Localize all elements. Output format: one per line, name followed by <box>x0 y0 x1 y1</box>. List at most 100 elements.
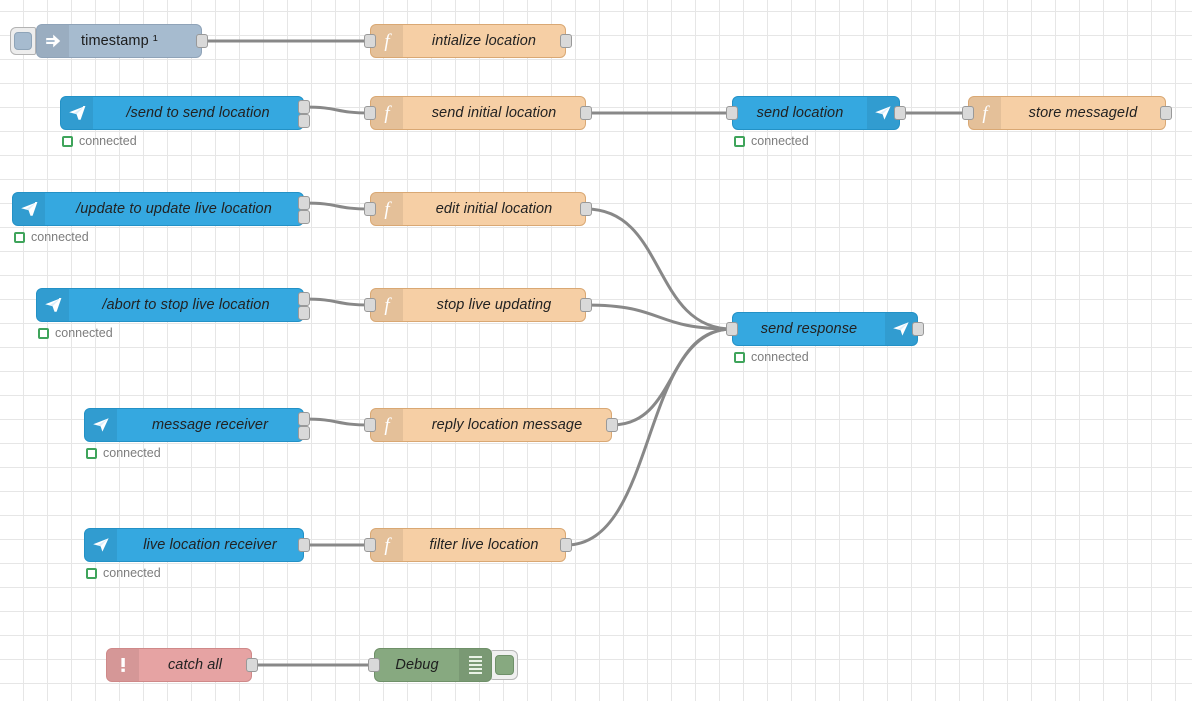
input-port[interactable] <box>726 106 738 120</box>
function-f-icon: f <box>371 193 403 225</box>
status-indicator-icon <box>86 567 97 579</box>
input-port[interactable] <box>726 322 738 336</box>
function-f-icon: f <box>384 415 392 435</box>
inject-button-glyph <box>14 32 32 50</box>
wire-fn-stop-live-updating-to-tg-send-response <box>585 303 733 331</box>
status-badge: connected <box>86 446 161 460</box>
paper-plane-slash-icon <box>69 106 86 120</box>
input-port[interactable] <box>364 298 376 312</box>
input-port[interactable] <box>364 418 376 432</box>
node-debug-node[interactable]: Debug <box>374 648 492 682</box>
status-label: connected <box>55 326 113 340</box>
status-indicator-icon <box>734 351 745 363</box>
output-port[interactable] <box>580 106 592 120</box>
node-label: catch all <box>167 657 223 673</box>
output-port[interactable] <box>894 106 906 120</box>
output-port[interactable] <box>246 658 258 672</box>
svg-text:f: f <box>384 295 392 315</box>
node-tg-send-location[interactable]: send location <box>732 96 900 130</box>
wire-tg-send-command-to-fn-send-initial-location <box>303 105 371 115</box>
output-port-1[interactable] <box>298 196 310 210</box>
output-port-2[interactable] <box>298 426 310 440</box>
output-port[interactable] <box>580 298 592 312</box>
arrow-inject-icon <box>37 25 69 57</box>
status-badge: connected <box>14 230 89 244</box>
output-port[interactable] <box>560 538 572 552</box>
status-badge: connected <box>734 350 809 364</box>
function-f-icon: f <box>384 103 392 123</box>
output-port[interactable] <box>1160 106 1172 120</box>
paper-plane-slash-icon <box>61 97 93 129</box>
svg-text:f: f <box>982 103 990 123</box>
node-fn-send-initial-location[interactable]: f send initial location <box>370 96 586 130</box>
node-label: timestamp ¹ <box>81 33 158 49</box>
function-f-icon: f <box>384 199 392 219</box>
function-f-icon: f <box>969 97 1001 129</box>
output-port-2[interactable] <box>298 306 310 320</box>
status-label: connected <box>103 446 161 460</box>
svg-text:f: f <box>384 31 392 51</box>
output-port[interactable] <box>560 34 572 48</box>
paper-plane-slash-icon <box>37 289 69 321</box>
output-port[interactable] <box>606 418 618 432</box>
node-label: reply location message <box>431 417 583 433</box>
node-tg-send-response[interactable]: send response <box>732 312 918 346</box>
node-tg-abort-command[interactable]: /abort to stop live location <box>36 288 304 322</box>
debug-lines-icon <box>459 649 491 681</box>
output-port[interactable] <box>196 34 208 48</box>
svg-text:f: f <box>384 535 392 555</box>
status-label: connected <box>79 134 137 148</box>
svg-text:f: f <box>384 103 392 123</box>
paper-plane-icon <box>85 409 117 441</box>
status-label: connected <box>751 134 809 148</box>
input-port[interactable] <box>364 106 376 120</box>
node-fn-reply-location-message[interactable]: f reply location message <box>370 408 612 442</box>
node-tg-live-location-receiver[interactable]: live location receiver <box>84 528 304 562</box>
debug-lines-icon <box>468 656 482 674</box>
paper-plane-icon <box>93 418 109 432</box>
status-badge: connected <box>734 134 809 148</box>
function-f-icon: f <box>384 295 392 315</box>
status-badge: connected <box>86 566 161 580</box>
output-port-2[interactable] <box>298 210 310 224</box>
node-fn-stop-live-updating[interactable]: f stop live updating <box>370 288 586 322</box>
wire-tg-message-receiver-to-fn-reply-location-message <box>303 417 371 427</box>
input-port[interactable] <box>364 538 376 552</box>
paper-plane-slash-icon <box>45 298 62 312</box>
node-label: stop live updating <box>436 297 552 313</box>
function-f-icon: f <box>384 535 392 555</box>
status-indicator-icon <box>734 135 745 147</box>
node-label: send initial location <box>431 105 557 121</box>
node-inject-timestamp[interactable]: timestamp ¹ <box>36 24 202 58</box>
output-port-2[interactable] <box>298 114 310 128</box>
node-tg-message-receiver[interactable]: message receiver <box>84 408 304 442</box>
input-port[interactable] <box>364 202 376 216</box>
status-label: connected <box>103 566 161 580</box>
debug-toggle-glyph <box>494 655 514 675</box>
node-tg-update-command[interactable]: /update to update live location <box>12 192 304 226</box>
output-port-1[interactable] <box>298 292 310 306</box>
output-port-1[interactable] <box>298 412 310 426</box>
svg-text:f: f <box>384 199 392 219</box>
node-tg-send-command[interactable]: /send to send location <box>60 96 304 130</box>
paper-plane-icon <box>85 529 117 561</box>
paper-plane-icon <box>867 97 899 129</box>
node-catch-all[interactable]: catch all <box>106 648 252 682</box>
input-port[interactable] <box>368 658 380 672</box>
output-port-1[interactable] <box>298 100 310 114</box>
output-port[interactable] <box>580 202 592 216</box>
paper-plane-icon <box>93 538 109 552</box>
input-port[interactable] <box>364 34 376 48</box>
input-port[interactable] <box>962 106 974 120</box>
output-port[interactable] <box>298 538 310 552</box>
node-label: send response <box>760 321 858 337</box>
node-label: /send to send location <box>126 105 270 121</box>
output-port[interactable] <box>912 322 924 336</box>
inject-trigger-button[interactable] <box>10 27 36 55</box>
debug-enable-toggle[interactable] <box>490 650 518 680</box>
